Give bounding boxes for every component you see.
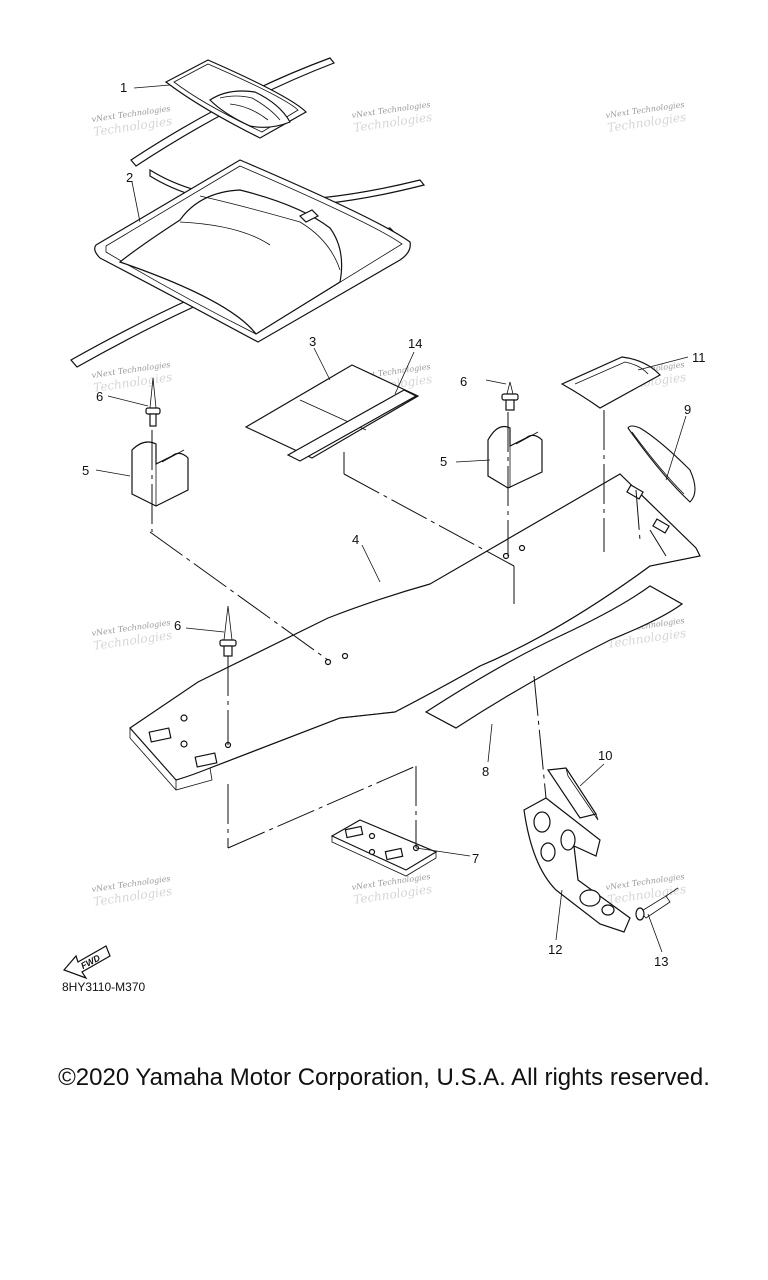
- callouts: 1 2 3 14 11 6 6 9 5 5 4 6 10 8 7 12 13: [82, 80, 706, 969]
- callout-6-upper-right: 6: [460, 374, 467, 389]
- callout-1: 1: [120, 80, 127, 95]
- copyright-notice: ©2020 Yamaha Motor Corporation, U.S.A. A…: [58, 1064, 710, 1091]
- callout-11: 11: [692, 350, 706, 365]
- part-12-bracket: [523, 797, 631, 933]
- callout-9: 9: [684, 402, 691, 417]
- callout-7: 7: [472, 851, 479, 866]
- assembly-lines: [149, 410, 667, 849]
- callout-3: 3: [309, 334, 316, 349]
- part-6-rivet-upper-right: [501, 381, 519, 411]
- diagram-code: 8HY3110-M370: [62, 980, 146, 994]
- callout-8: 8: [482, 764, 489, 779]
- parts-diagram: Technologies vNext Technologies Technolo…: [62, 57, 706, 980]
- callout-12: 12: [548, 942, 562, 957]
- callout-14: 14: [408, 336, 422, 351]
- part-7-plate: [330, 819, 438, 877]
- callout-2: 2: [126, 170, 133, 185]
- part-8-foam-block: [424, 585, 684, 729]
- leader-lines: [95, 84, 689, 953]
- part-4-tray: [129, 473, 701, 791]
- part-5-clip-left: [131, 441, 189, 507]
- callout-5-left: 5: [82, 463, 89, 478]
- part-10-block: [546, 767, 599, 821]
- part-6-rivet-lower: [219, 605, 237, 657]
- part-14-mat-strip: [286, 389, 418, 462]
- part-5-clip-right: [487, 425, 543, 489]
- callout-13: 13: [654, 954, 668, 969]
- part-11-pad: [560, 356, 661, 409]
- part-9-cable: [627, 425, 696, 503]
- callout-4: 4: [352, 532, 359, 547]
- part-1-strap-handle: [130, 57, 335, 167]
- part-6-rivet-upper-left: [145, 377, 161, 427]
- part-13-screw: [635, 887, 679, 921]
- part-2-seat-bag: [70, 159, 426, 368]
- callout-6-lower: 6: [174, 618, 181, 633]
- callout-5-right: 5: [440, 454, 447, 469]
- callout-10: 10: [598, 748, 612, 763]
- callout-6-upper-left: 6: [96, 389, 103, 404]
- fwd-arrow-icon: FWD: [62, 945, 111, 980]
